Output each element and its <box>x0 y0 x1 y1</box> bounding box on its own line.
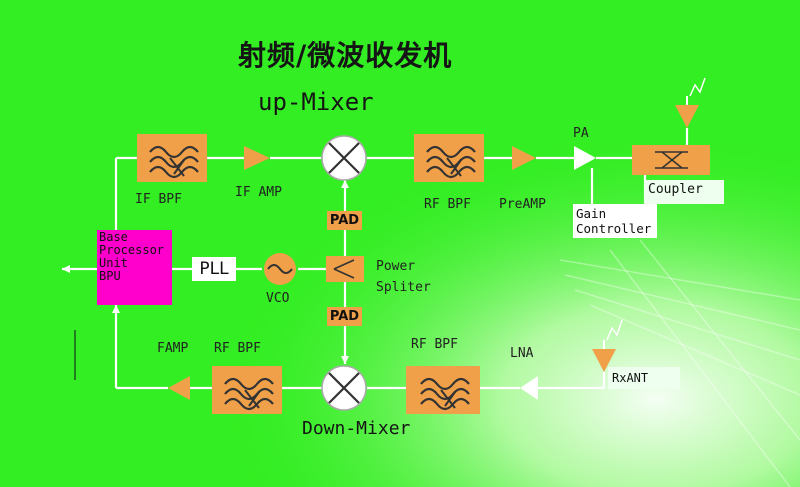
famp-amplifier-icon <box>168 376 190 400</box>
rf-bpf-rx-label: RF BPF <box>411 337 458 352</box>
rf-bpf-out-label: RF BPF <box>214 341 261 356</box>
gain-controller-block: Gain Controller <box>573 204 657 238</box>
down-mixer-label: Down-Mixer <box>302 418 411 439</box>
gain-controller-line-2: Controller <box>576 221 652 236</box>
bpu-line-3: Unit <box>99 256 128 270</box>
preamp-amplifier-icon <box>512 146 536 170</box>
tx-antenna-icon <box>675 77 706 128</box>
rxant-label: RxANT <box>608 367 680 389</box>
rf-bpf-tx-filter-icon <box>414 134 484 182</box>
bpu-line-4: BPU <box>99 269 121 283</box>
rf-bpf-out-filter-icon <box>212 366 282 414</box>
famp-label: FAMP <box>157 341 189 356</box>
pa-label: PA <box>573 126 589 141</box>
power-splitter-line-2: Spliter <box>376 280 431 295</box>
power-splitter-label: Power Spliter <box>376 256 431 298</box>
vco-label: VCO <box>266 291 290 306</box>
rx-antenna-icon <box>592 319 623 372</box>
up-mixer-icon <box>321 135 367 181</box>
lna-amplifier-icon <box>520 376 538 400</box>
gain-controller-line-1: Gain <box>576 206 607 221</box>
diagram-title: 射频/微波收发机 <box>238 39 453 72</box>
lna-label: LNA <box>510 346 534 361</box>
vco-icon <box>264 253 296 285</box>
pad-top-block: PAD <box>327 211 362 230</box>
up-mixer-label: up-Mixer <box>258 88 374 116</box>
pad-bottom-block: PAD <box>327 307 362 326</box>
if-bpf-label: IF BPF <box>135 192 182 207</box>
if-bpf-filter-icon <box>137 134 207 182</box>
rf-bpf-tx-label: RF BPF <box>424 197 471 212</box>
power-splitter-icon <box>326 256 364 282</box>
base-processor-unit: Base Processor Unit BPU <box>97 230 172 305</box>
pa-amplifier-icon <box>574 146 596 170</box>
down-mixer-icon <box>321 365 367 411</box>
power-splitter-line-1: Power <box>376 259 416 274</box>
if-amp-amplifier-icon <box>244 146 270 170</box>
pll-block: PLL <box>192 257 236 281</box>
bpu-line-2: Processor <box>99 243 165 257</box>
if-amp-label: IF AMP <box>235 185 282 200</box>
rf-bpf-rx-filter-icon <box>406 366 480 414</box>
preamp-label: PreAMP <box>499 197 546 212</box>
coupler-icon <box>632 145 710 175</box>
coupler-label: Coupler <box>644 180 724 204</box>
bpu-line-1: Base <box>99 230 128 244</box>
